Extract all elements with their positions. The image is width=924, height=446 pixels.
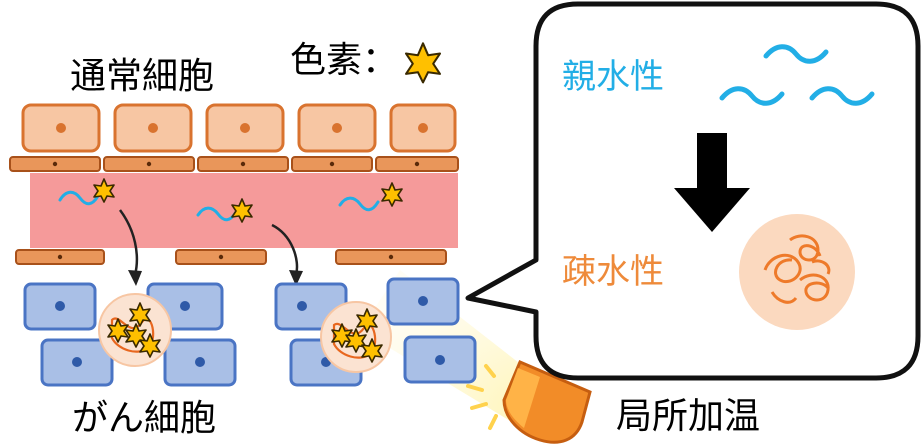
hydrophilic-polymer-icon [719, 44, 875, 106]
heating-device-icon [466, 360, 592, 444]
hydrophobic-aggregate-icon [739, 214, 855, 330]
cancer-cells-label: がん細胞 [72, 398, 216, 439]
local-heating-label: 局所加温 [616, 396, 760, 437]
endothelial-layer-bottom [15, 249, 447, 265]
cancer-cells [23, 277, 477, 387]
pigment-aggregate [98, 293, 172, 367]
polymer-chain [58, 190, 100, 206]
transition-arrow-icon [674, 133, 750, 232]
normal-cells-top-row [21, 103, 457, 153]
polymer-pigment-conjugates [58, 178, 403, 223]
delivery-arrow [118, 209, 139, 276]
polymer-chain [338, 196, 380, 212]
pigment-label: 色素： [290, 40, 398, 81]
hydrophobic-label: 疎水性 [562, 252, 664, 292]
delivery-arrow [271, 223, 299, 276]
endothelial-layer-top [9, 156, 459, 172]
pigment-aggregate [320, 301, 392, 373]
pigment-legend-star-icon [404, 42, 442, 84]
polymer-chain [196, 206, 238, 222]
hydrophilic-label: 親水性 [562, 57, 664, 97]
normal-cells-label: 通常細胞 [70, 56, 214, 97]
